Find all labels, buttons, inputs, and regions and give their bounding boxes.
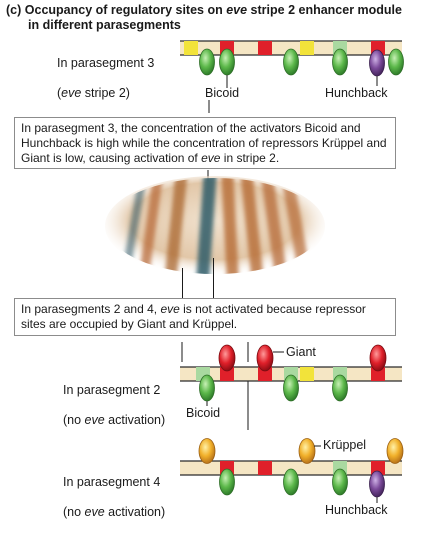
giant-protein <box>256 344 274 372</box>
binding-site-red <box>220 367 234 381</box>
embryo-stripe-image <box>100 172 330 280</box>
bicoid-protein <box>388 48 404 76</box>
enhancer-diagram <box>180 40 404 503</box>
parasegment-2-label: In parasegment 2 (no eve activation) <box>63 383 166 427</box>
binding-site-yellow <box>300 41 314 55</box>
hunchback-label: Hunchback <box>325 86 388 100</box>
bicoid-protein <box>283 48 299 76</box>
giant-protein <box>369 344 387 372</box>
bicoid-protein <box>219 468 235 496</box>
bicoid-protein <box>199 48 215 76</box>
bicoid-protein <box>332 374 348 402</box>
parasegment-3-label: In parasegment 3 (eve stripe 2) <box>57 56 155 100</box>
binding-site-red <box>258 461 272 475</box>
figure-title: (c) Occupancy of regulatory sites on eve… <box>6 3 402 32</box>
hunchback-label-2: Hunchback <box>325 503 388 517</box>
bound-repressors-parasegment-2 <box>199 344 387 402</box>
binding-site-yellow <box>300 367 314 381</box>
hunchback-protein <box>369 470 385 498</box>
bicoid-label-2: Bicoid <box>186 406 221 420</box>
bicoid-protein <box>283 374 299 402</box>
bicoid-protein <box>219 48 235 76</box>
bicoid-label: Bicoid <box>205 86 240 100</box>
callout-parasegment-3: In parasegment 3, the concentration of t… <box>14 117 396 169</box>
parasegment-4-label: In parasegment 4 (no eve activation) <box>63 475 166 519</box>
kruppel-protein <box>298 438 316 464</box>
bound-activators-parasegment-3 <box>199 48 404 77</box>
bicoid-protein <box>283 468 299 496</box>
bicoid-protein <box>332 48 348 76</box>
giant-label: Giant <box>286 345 316 359</box>
bicoid-protein <box>199 374 215 402</box>
binding-site-red <box>371 367 385 381</box>
binding-site-red <box>258 41 272 55</box>
kruppel-label: Krüppel <box>323 438 367 452</box>
hunchback-protein <box>369 49 385 77</box>
connector-line <box>213 258 214 298</box>
bound-repressors-parasegment-4 <box>198 438 404 498</box>
kruppel-protein <box>198 438 216 464</box>
dna-strand-parasegment-2 <box>180 366 402 382</box>
giant-protein <box>218 344 236 372</box>
binding-site-yellow <box>184 41 198 55</box>
bicoid-protein <box>332 468 348 496</box>
kruppel-protein <box>386 438 404 464</box>
connector-line <box>182 268 183 298</box>
callout-parasegments-2-and-4: In parasegments 2 and 4, eve is not acti… <box>14 298 396 336</box>
binding-site-red <box>258 367 272 381</box>
